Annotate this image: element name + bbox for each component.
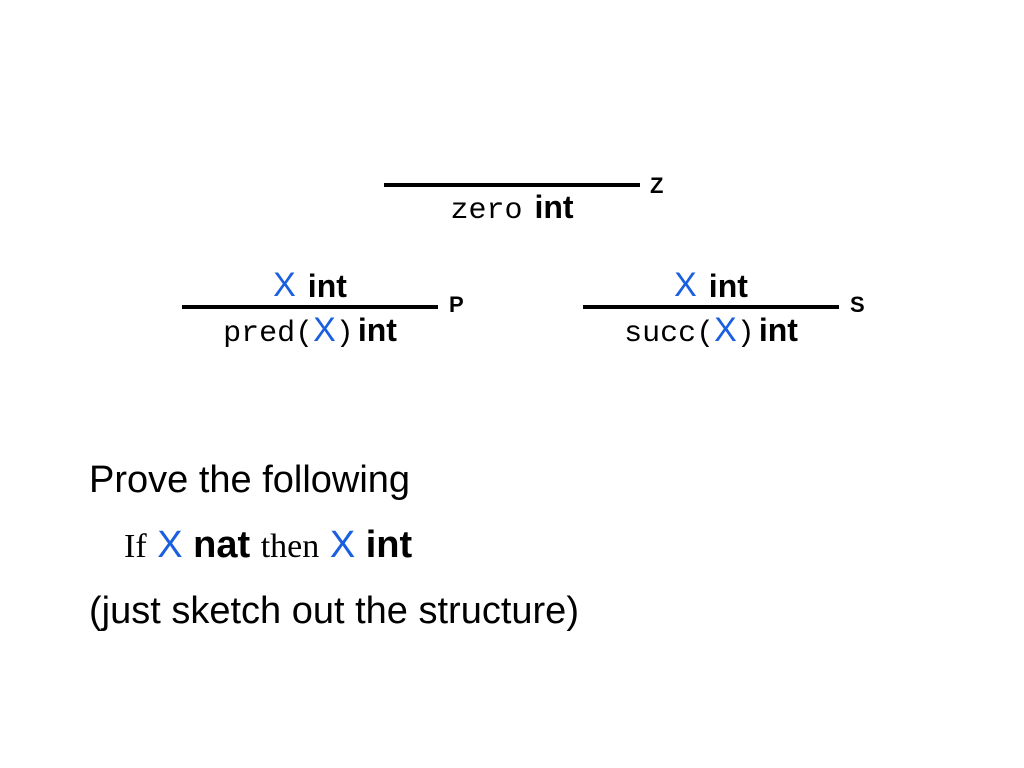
rule-zero-bar [384,183,640,187]
rule-succ-bar [583,305,839,309]
pred-judgment: int [357,312,397,348]
then-word: then [260,528,320,565]
rule-zero-name: Z [650,173,664,198]
rule-pred: X int pred( X ) int [182,264,438,349]
succ-term-tail: ) [736,317,755,351]
rule-zero-conclusion: zero int [450,191,573,226]
exercise-line-2: If X nat then X int [124,526,412,564]
rule-pred-name: P [449,292,464,317]
exercise-line-3: (just sketch out the structure) [89,590,579,632]
if-word: If [124,528,147,565]
line2-var1: X [157,524,183,566]
zero-term: zero [450,194,523,228]
pred-term-tail: ) [335,317,354,351]
pred-premise-judgment: int [307,268,347,304]
line2-judgment2: int [365,524,413,566]
zero-judgment: int [534,189,574,225]
rule-pred-conclusion: pred( X ) int [223,313,397,349]
line2-var2: X [329,524,356,566]
rule-succ-premise: X int [674,264,748,302]
succ-term-head: succ( [624,317,715,351]
succ-term-var: X [714,311,737,349]
pred-term-head: pred( [223,317,314,351]
pred-premise-var: X [273,266,296,304]
rule-pred-bar [182,305,438,309]
pred-term-var: X [313,311,336,349]
rule-succ-name: S [850,292,865,317]
rule-succ: X int succ( X ) int [583,264,839,349]
exercise-line-1: Prove the following [89,459,411,501]
succ-premise-judgment: int [708,268,748,304]
rule-pred-premise: X int [273,264,347,302]
succ-premise-var: X [674,266,697,304]
rule-zero: zero int [384,183,640,226]
line2-judgment1: nat [193,524,251,566]
succ-judgment: int [758,312,798,348]
rule-succ-conclusion: succ( X ) int [624,313,798,349]
